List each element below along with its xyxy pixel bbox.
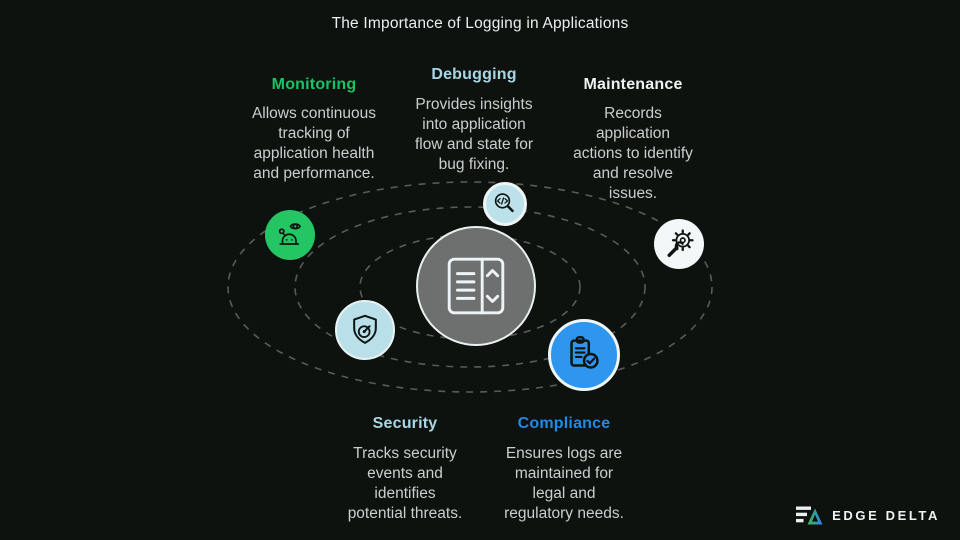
eye-person-icon — [278, 223, 301, 245]
compliance-node — [548, 319, 620, 391]
central-logging-node — [416, 226, 536, 346]
shield-gauge-icon — [353, 314, 377, 344]
security-description: Tracks security events and identifies po… — [347, 445, 463, 522]
debugging-description: Provides insights into application flow … — [414, 96, 534, 173]
edge-delta-logo-icon — [796, 506, 823, 525]
security-node — [335, 300, 395, 360]
edge-delta-logo: EDGE DELTA — [796, 502, 940, 528]
gear-wrench-icon — [667, 229, 694, 257]
monitoring-node — [265, 210, 315, 260]
compliance-description: Ensures logs are maintained for legal an… — [504, 445, 624, 522]
code-magnifier-icon — [494, 193, 514, 213]
maintenance-description: Records application actions to identify … — [573, 105, 693, 202]
page-title: The Importance of Logging in Application… — [331, 15, 629, 32]
maintenance-node — [654, 219, 704, 269]
compliance-label: Compliance — [517, 415, 611, 432]
monitoring-description: Allows continuous tracking of applicatio… — [251, 105, 377, 182]
debugging-node — [483, 182, 527, 226]
monitoring-label: Monitoring — [271, 76, 357, 93]
clipboard-check-icon — [570, 336, 599, 369]
security-label: Security — [372, 415, 438, 432]
maintenance-label: Maintenance — [583, 76, 683, 93]
log-list-icon — [447, 257, 505, 315]
edge-delta-logo-text: EDGE DELTA — [832, 507, 940, 523]
debugging-label: Debugging — [431, 66, 517, 83]
